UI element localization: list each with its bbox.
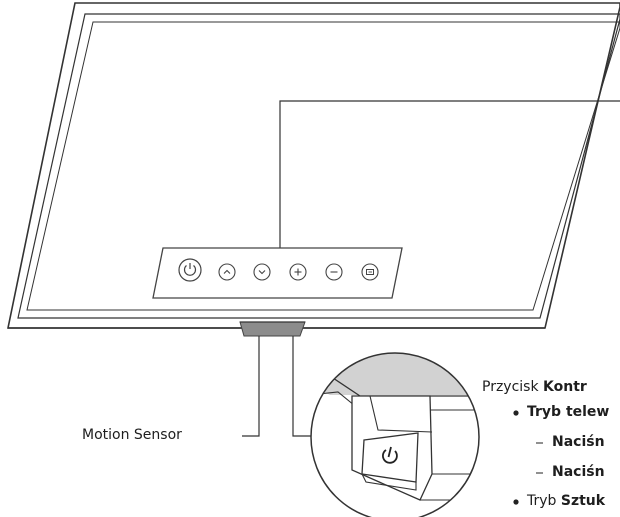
control-panel-callout-line [279,100,620,248]
tv-frame [7,2,620,329]
minus-icon [325,263,343,281]
bullet-dot-2 [513,499,519,505]
zoom-power-icon [382,446,398,464]
bullet-art-mode-prefix: Tryb [527,493,561,509]
tv-screen-edge [17,13,620,319]
button-description: Przycisk Kontr [482,379,587,395]
chevron-up-icon [218,263,236,281]
button-description-bold: Kontr [543,379,587,395]
bullet-art-mode: Tryb Sztuk [527,493,605,509]
chevron-down-icon [253,263,271,281]
control-panel [152,247,403,299]
sub-item-2: Naciśn [552,464,605,480]
bullet-tv-mode: Tryb telew [527,404,610,420]
button-description-prefix: Przycisk [482,379,544,395]
motion-sensor-leader-line [242,336,260,437]
motion-sensor [239,321,306,337]
zoom-circle-outline [310,352,480,517]
tv-inner-screen [26,21,620,311]
control-panel-outline [152,247,403,299]
sub-item-1: Naciśn [552,434,605,450]
zoom-detail [310,352,480,517]
motion-sensor-body [239,321,306,337]
plus-icon [289,263,307,281]
tv-outer-frame [7,2,620,329]
power-icon [178,258,202,282]
motion-sensor-label: Motion Sensor [82,427,182,443]
bullet-art-mode-bold: Sztuk [560,493,606,509]
bullet-dot-1 [513,410,519,416]
source-icon [361,263,379,281]
